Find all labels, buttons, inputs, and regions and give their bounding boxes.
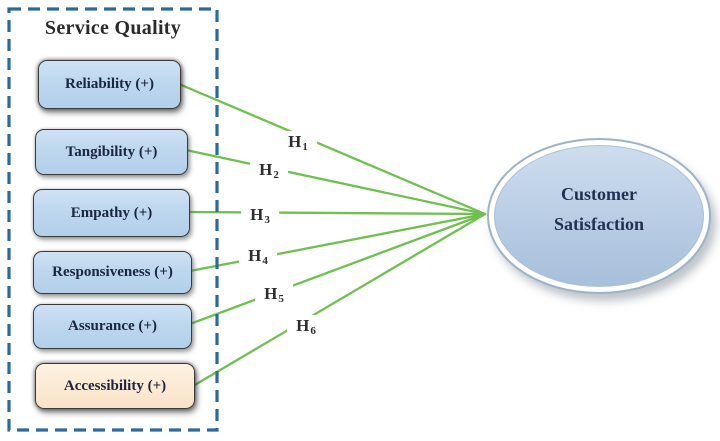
hypothesis-label-h3: H3 (241, 204, 279, 226)
outcome-ellipse-inner: Customer Satisfaction (494, 145, 704, 287)
service-quality-frame (7, 7, 219, 432)
predictor-label: Reliability (+) (65, 76, 154, 92)
hypothesis-label-h1: H1 (279, 131, 317, 153)
hypothesis-path-h2 (184, 148, 487, 216)
hypothesis-path-h6 (191, 212, 487, 388)
predictor-label: Empathy (+) (70, 204, 153, 221)
predictor-box-reliability: Reliability (+) (38, 60, 181, 109)
hypothesis-path-h3 (186, 210, 487, 216)
predictor-label: Assurance (+) (68, 318, 157, 334)
outcome-label-line2: Satisfaction (554, 214, 644, 234)
predictor-box-empathy: Empathy (+) (33, 189, 190, 237)
hypothesis-label-h4: H4 (239, 245, 277, 267)
predictor-label: Accessibility (+) (63, 377, 167, 394)
hypothesis-label-h5: H5 (255, 283, 293, 305)
hypothesis-label-h6: H6 (287, 315, 325, 337)
predictor-box-assurance: Assurance (+) (33, 304, 192, 349)
service-quality-title: Service Quality (44, 17, 182, 39)
hypothesis-path-h5 (188, 212, 487, 326)
predictor-box-accessibility: Accessibility (+) (35, 363, 195, 409)
outcome-label: Customer Satisfaction (554, 180, 644, 239)
hypothesis-path-h1 (177, 82, 487, 216)
outcome-label-line1: Customer (561, 184, 637, 205)
predictor-label: Responsiveness (+) (52, 264, 173, 280)
predictor-box-tangibility: Tangibility (+) (35, 129, 188, 175)
outcome-ellipse: Customer Satisfaction (487, 138, 711, 294)
predictor-box-responsiveness: Responsiveness (+) (33, 251, 192, 294)
hypothesis-path-h4 (188, 212, 487, 273)
predictor-label: Tangibility (+) (65, 143, 158, 160)
hypothesis-label-h2: H2 (250, 159, 288, 181)
